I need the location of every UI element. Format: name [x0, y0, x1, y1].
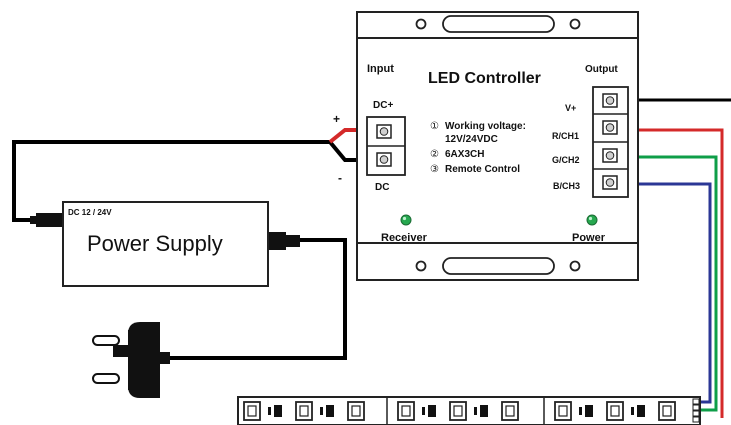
output-label: Output	[585, 64, 618, 75]
strip-pad-v-plus	[692, 398, 700, 405]
spec-marker-3: ③	[430, 164, 439, 175]
led-strip	[237, 396, 701, 425]
led-chip-lens	[401, 405, 411, 417]
ac-cable	[165, 238, 347, 360]
dc-connector	[36, 213, 64, 227]
output-label-g-ch2: G/CH2	[552, 155, 580, 165]
led-chip-lens	[299, 405, 309, 417]
bottom-mounting-slot	[442, 257, 555, 275]
led-controller: Input LED Controller Output DC+ DC + - ①…	[333, 11, 639, 281]
power-supply-body	[62, 201, 269, 287]
led-chip-lens	[558, 405, 568, 417]
resistor-mark	[326, 405, 334, 417]
resistor-mark	[579, 407, 582, 415]
resistor-mark	[474, 407, 477, 415]
resistor-mark	[631, 407, 634, 415]
power-supply-title: Power Supply	[87, 231, 223, 256]
controller-title: LED Controller	[428, 70, 541, 87]
bottom-left-screw-hole	[415, 260, 427, 272]
strip-pad-blue	[692, 404, 700, 411]
power-led-icon	[586, 214, 598, 226]
resistor-mark	[480, 405, 488, 417]
spec-text-1a: Working voltage:	[445, 121, 526, 132]
receiver-led-icon	[400, 214, 412, 226]
resistor-mark	[274, 405, 282, 417]
power-supply: DC 12 / 24V Power Supply	[30, 201, 300, 287]
resistor-mark	[585, 405, 593, 417]
spec-marker-2: ②	[430, 149, 439, 160]
resistor-mark	[637, 405, 645, 417]
green-wire	[627, 155, 718, 412]
output-label-r-ch1: R/CH1	[552, 131, 579, 141]
strip-pad-red	[692, 416, 700, 423]
red-wire	[627, 128, 724, 418]
input-label: Input	[367, 63, 394, 75]
led-chip-lens	[662, 405, 672, 417]
led-chip-lens	[610, 405, 620, 417]
spec-text-2: 6AX3CH	[445, 149, 484, 160]
output-label-v-plus: V+	[565, 103, 576, 113]
dc-minus-label: DC	[375, 182, 389, 193]
resistor-mark	[428, 405, 436, 417]
top-mounting-slot	[442, 15, 555, 33]
top-right-screw-hole	[569, 18, 581, 30]
dc-positive-wire	[328, 128, 360, 144]
spec-text-3: Remote Control	[445, 164, 520, 175]
strip-pad-green	[692, 410, 700, 417]
power-led-label: Power	[572, 232, 606, 244]
led-chip-lens	[505, 405, 515, 417]
led-chip-lens	[351, 405, 361, 417]
output-terminal-block	[592, 86, 629, 198]
spec-marker-1: ①	[430, 121, 439, 132]
receiver-label: Receiver	[381, 232, 428, 244]
input-terminal-block	[366, 116, 406, 176]
dc-plus-label: DC+	[373, 100, 393, 111]
led-chip-lens	[247, 405, 257, 417]
resistor-mark	[320, 407, 323, 415]
spec-list: ① Working voltage: 12V/24VDC ② 6AX3CH ③ …	[430, 121, 526, 175]
power-plug-icon	[92, 322, 170, 398]
spec-text-1b: 12V/24VDC	[445, 134, 498, 145]
top-left-screw-hole	[415, 18, 427, 30]
plus-sign: +	[333, 112, 340, 126]
minus-sign: -	[338, 171, 342, 185]
resistor-mark	[422, 407, 425, 415]
output-label-b-ch3: B/CH3	[553, 181, 580, 191]
plug-prong-top	[92, 335, 120, 346]
power-supply-rating: DC 12 / 24V	[68, 208, 112, 217]
blue-wire	[627, 182, 712, 404]
resistor-mark	[268, 407, 271, 415]
ac-connector	[266, 232, 286, 250]
dc-negative-wire	[12, 140, 360, 222]
led-chip-lens	[453, 405, 463, 417]
plug-prong-bottom	[92, 373, 120, 384]
bottom-right-screw-hole	[569, 260, 581, 272]
